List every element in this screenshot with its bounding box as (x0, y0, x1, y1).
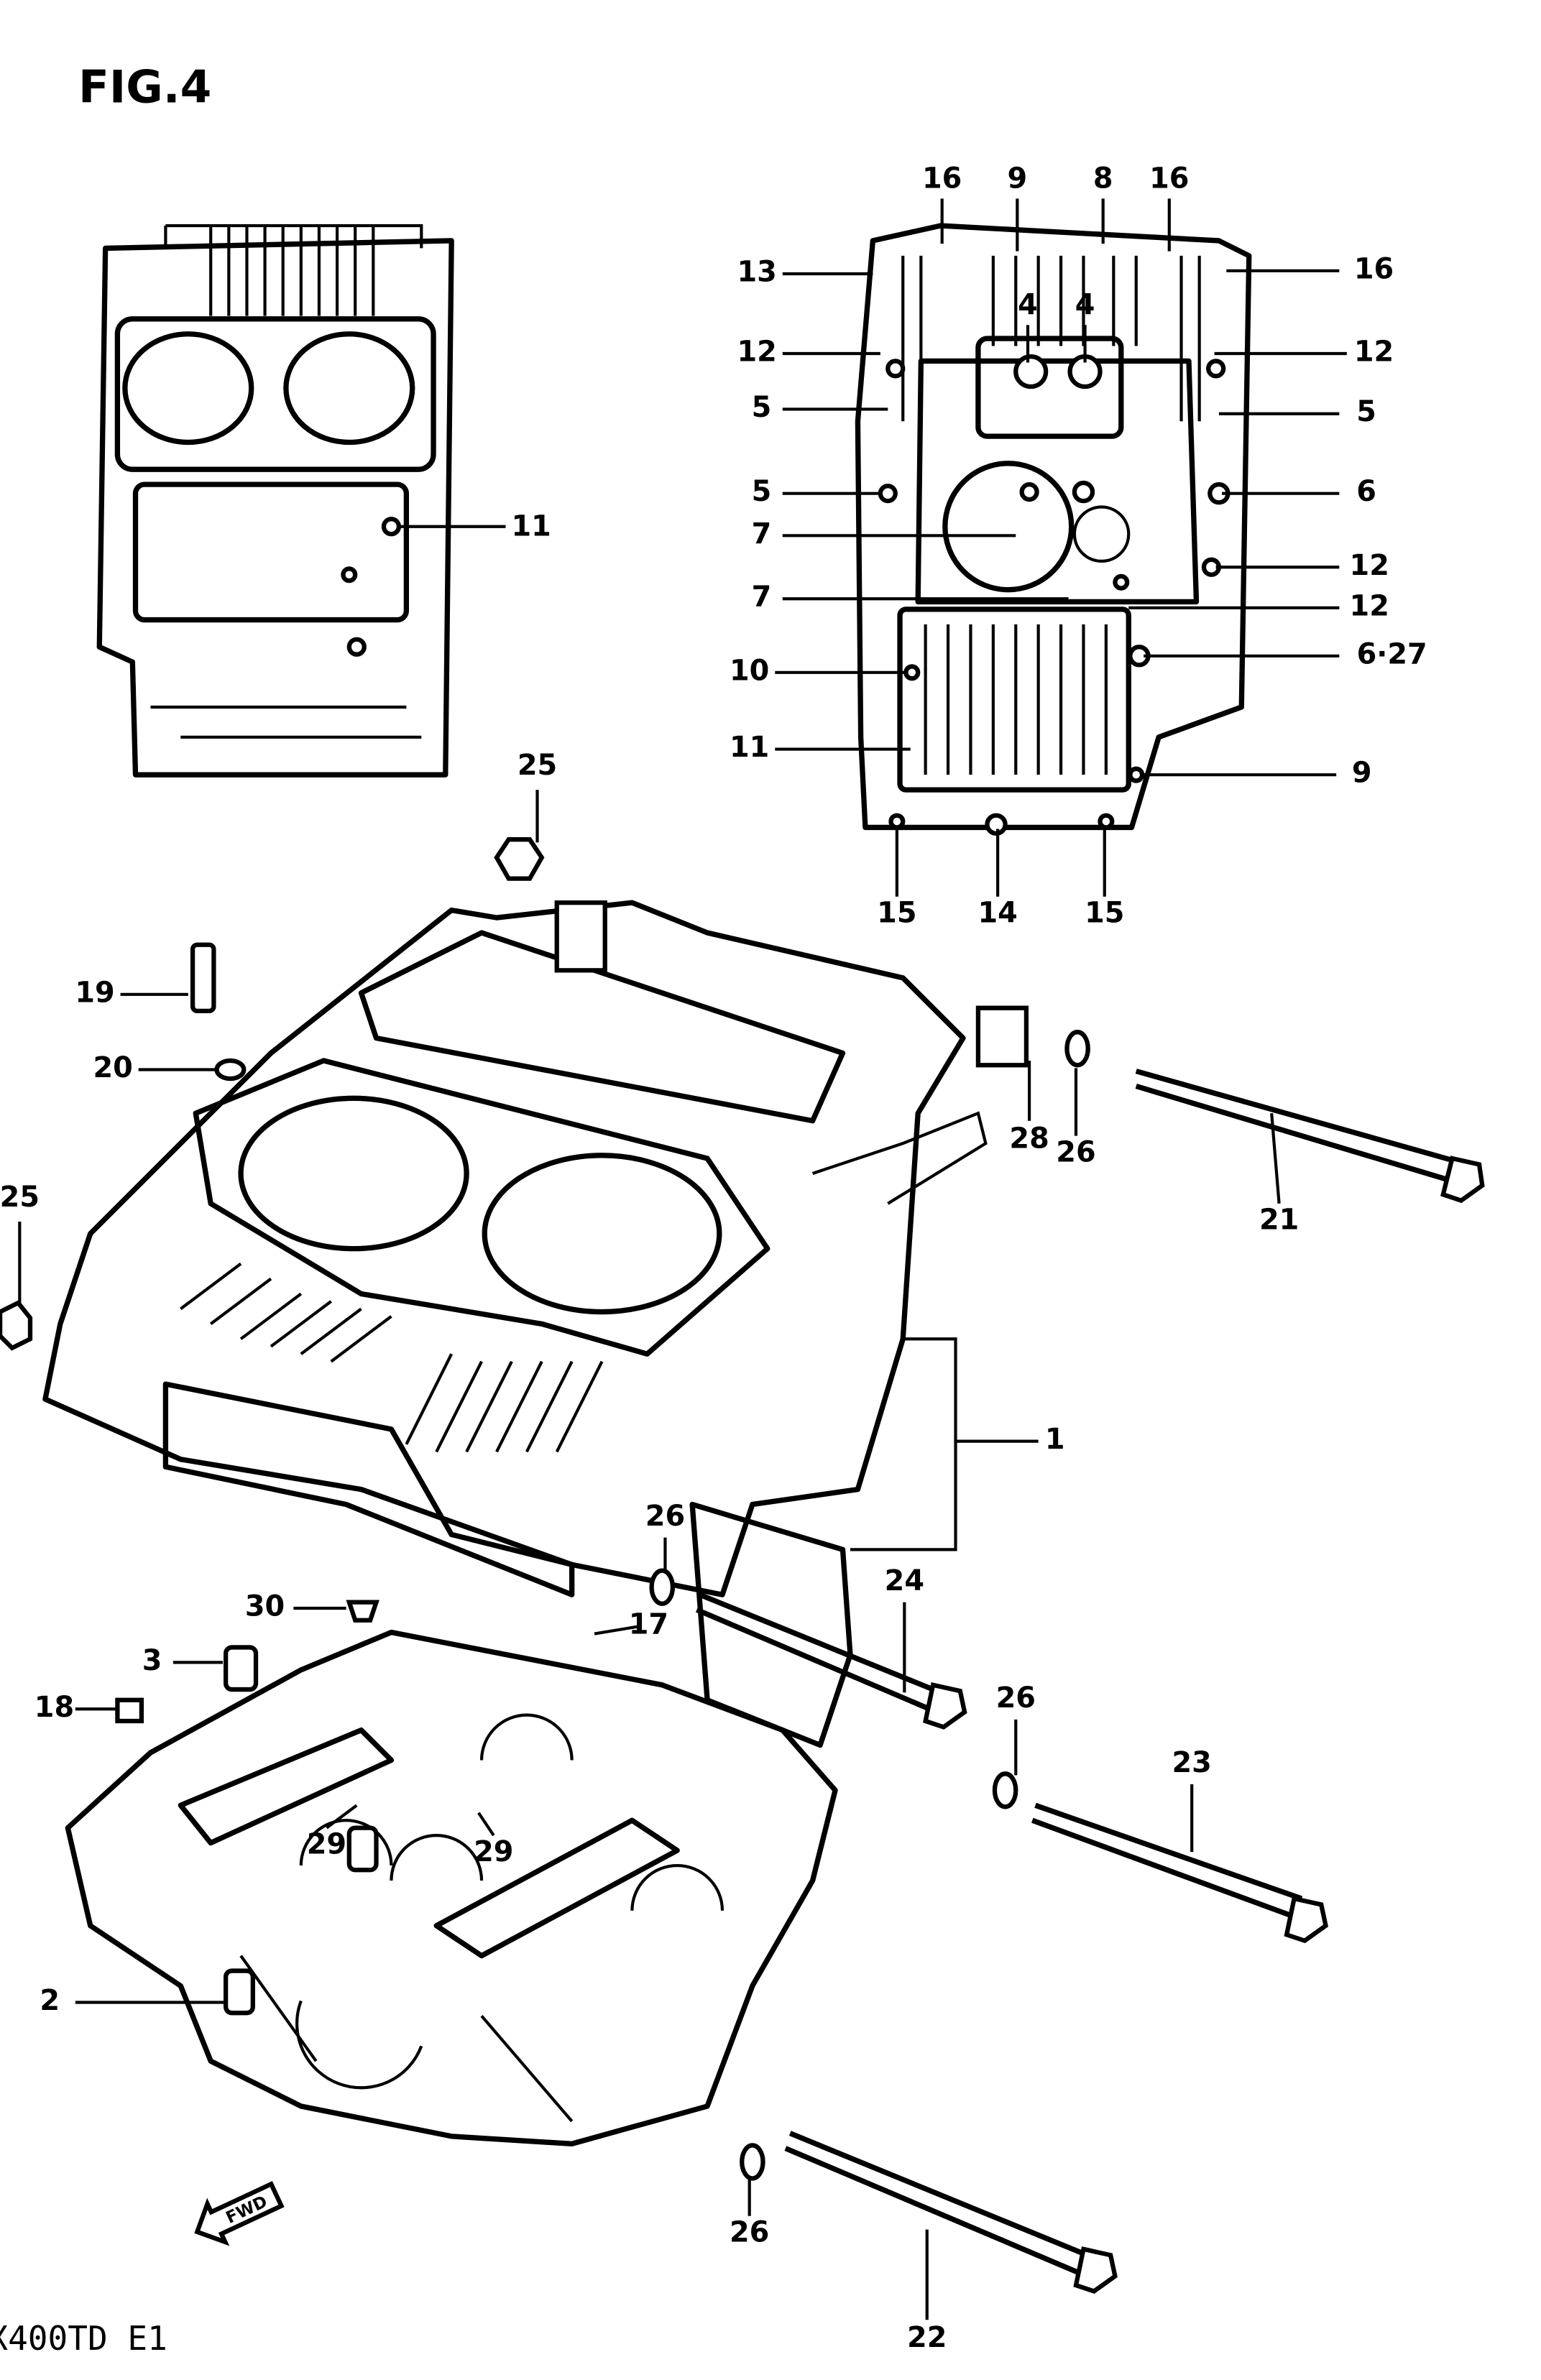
callout-23: 23 (1172, 1746, 1212, 1779)
callout-12: 12 (1350, 549, 1389, 582)
callout-6-27: 6·27 (1357, 637, 1427, 670)
washer-26 (992, 1771, 1018, 1809)
hardware-parts (0, 837, 1485, 2294)
lower-crankcase (65, 1501, 853, 2146)
callout-10: 10 (730, 654, 769, 687)
lower-crankcase-inset (855, 223, 1252, 836)
callout-16: 16 (922, 162, 962, 195)
callout-26: 26 (1056, 1135, 1095, 1168)
callout-24: 24 (885, 1564, 924, 1597)
upper-crankcase (42, 900, 988, 1597)
callout-29: 29 (474, 1835, 513, 1868)
callout-17: 17 (629, 1608, 668, 1641)
bolt-24 (695, 1592, 942, 1713)
callout-12: 12 (737, 335, 776, 368)
figure-title: FIG.4 (78, 60, 211, 113)
upper-crankcase-inset (96, 223, 454, 778)
bolt-21 (1135, 1069, 1458, 1184)
callout-30: 30 (245, 1590, 285, 1623)
cap-nut-25 (494, 837, 545, 881)
stud-19 (190, 942, 216, 1014)
bolt-22 (784, 2131, 1092, 2277)
callout-11: 11 (730, 731, 769, 764)
callout-4: 4 (1018, 289, 1038, 322)
callout-12: 12 (1354, 335, 1394, 368)
callout-1: 1 (1045, 1423, 1065, 1456)
callout-5: 5 (1356, 395, 1376, 428)
callout-7: 7 (752, 517, 772, 550)
callout-22: 22 (907, 2321, 947, 2354)
callout-5: 5 (752, 475, 772, 508)
bolt-23 (1031, 1802, 1303, 1919)
plug-18 (115, 1697, 144, 1724)
callout-8: 8 (1093, 162, 1113, 195)
cap-nut-25 (0, 1300, 33, 1351)
callout-26: 26 (996, 1682, 1036, 1715)
callout-26: 26 (645, 1500, 685, 1533)
washer-26 (1064, 1030, 1090, 1068)
callout-11: 11 (511, 509, 551, 543)
callout-12: 12 (1350, 589, 1389, 622)
callout-3: 3 (142, 1644, 162, 1677)
dowel-28 (975, 1005, 1029, 1068)
callout-25: 25 (518, 749, 557, 782)
inset-right-callouts: 16 9 8 16 13 16 12 12 4 4 5 5 5 6 7 12 7… (730, 162, 1427, 930)
callout-6: 6 (1356, 475, 1376, 508)
callout-15: 15 (877, 896, 916, 929)
washer-26 (649, 1568, 676, 1606)
model-code: X400TD E1 (0, 2319, 167, 2358)
callout-26: 26 (730, 2215, 769, 2248)
callout-15: 15 (1085, 896, 1124, 929)
callout-5: 5 (752, 391, 772, 424)
inset-leader-lines (775, 198, 1347, 897)
callout-13: 13 (737, 256, 776, 289)
callout-29: 29 (307, 1827, 346, 1860)
callout-20: 20 (93, 1051, 132, 1084)
callout-2: 2 (40, 1984, 60, 2017)
callout-21: 21 (1259, 1203, 1299, 1236)
callout-9: 9 (1352, 757, 1372, 790)
callout-18: 18 (34, 1691, 74, 1724)
callout-16: 16 (1354, 252, 1394, 285)
callout-28: 28 (1009, 1122, 1049, 1155)
screw-30 (346, 1600, 380, 1623)
washer-26 (740, 2143, 765, 2181)
dowel-3 (223, 1645, 259, 1692)
callout-14: 14 (978, 896, 1017, 929)
callout-25: 25 (0, 1181, 40, 1214)
main-callouts: 25 19 20 28 26 21 25 1 26 30 17 3 24 26 … (0, 749, 1299, 2354)
callout-4: 4 (1075, 289, 1095, 322)
callout-9: 9 (1008, 162, 1028, 195)
callout-19: 19 (75, 976, 114, 1009)
main-leader-lines (18, 790, 1281, 2320)
callout-16: 16 (1149, 162, 1189, 195)
callout-7: 7 (752, 581, 772, 614)
fwd-arrow-icon: FWD (194, 2181, 285, 2246)
washer-20 (214, 1058, 247, 1081)
